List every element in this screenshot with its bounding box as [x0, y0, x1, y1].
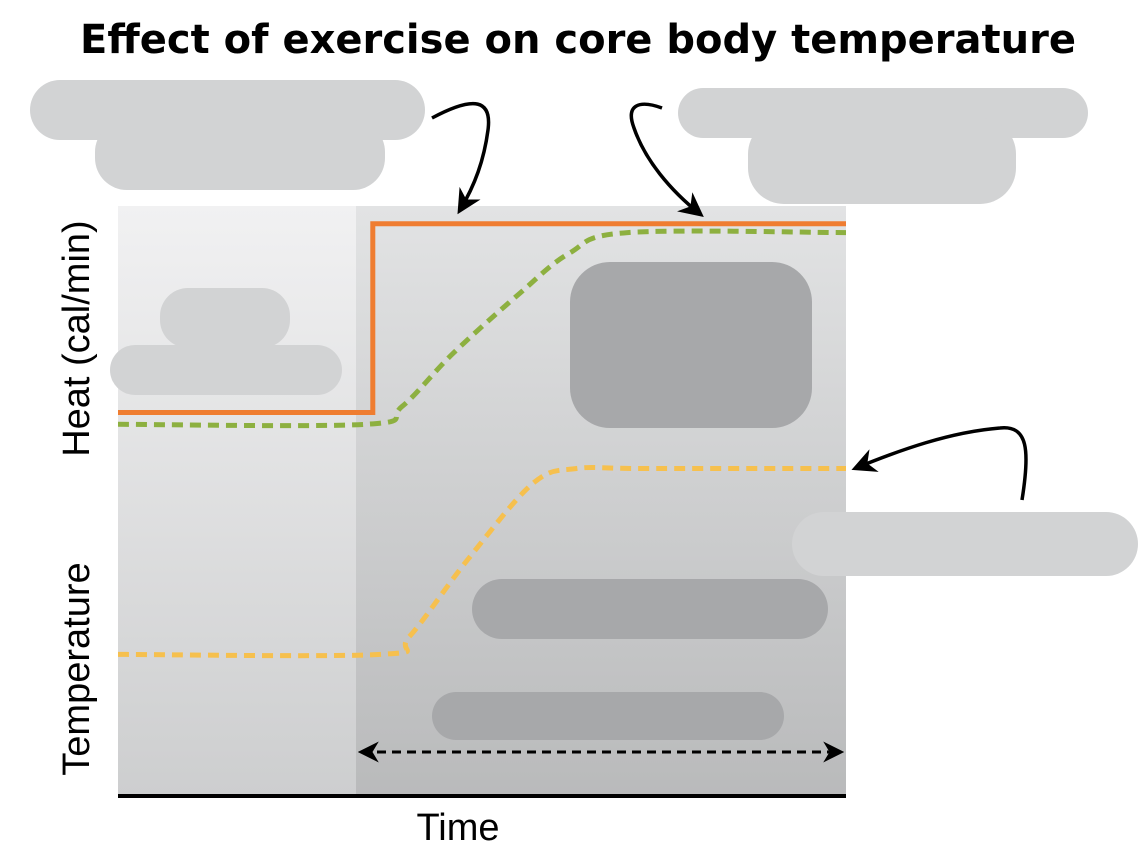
redacted-blob — [792, 512, 1138, 576]
series-layer — [117, 221, 847, 659]
callout-arrow — [851, 426, 1028, 501]
redacted-blob — [95, 120, 385, 190]
callout-arrow — [431, 101, 491, 215]
series-line-3 — [117, 464, 846, 659]
redacted-blob — [570, 262, 812, 428]
redacted-blob — [160, 288, 290, 348]
redacted-blob — [748, 118, 1016, 204]
redacted-blob — [432, 692, 784, 740]
redacted-blob — [472, 579, 828, 639]
redacted-blob — [110, 345, 342, 395]
chart-title: Effect of exercise on core body temperat… — [80, 17, 1076, 63]
series-line-2 — [117, 228, 847, 429]
callout-arrow — [629, 102, 704, 218]
redacted-label-blobs — [30, 80, 1138, 740]
series-line-1 — [118, 221, 846, 415]
y-axis-label: Temperature Heat (cal/min) — [56, 220, 98, 775]
x-axis-label: Time — [416, 807, 499, 847]
